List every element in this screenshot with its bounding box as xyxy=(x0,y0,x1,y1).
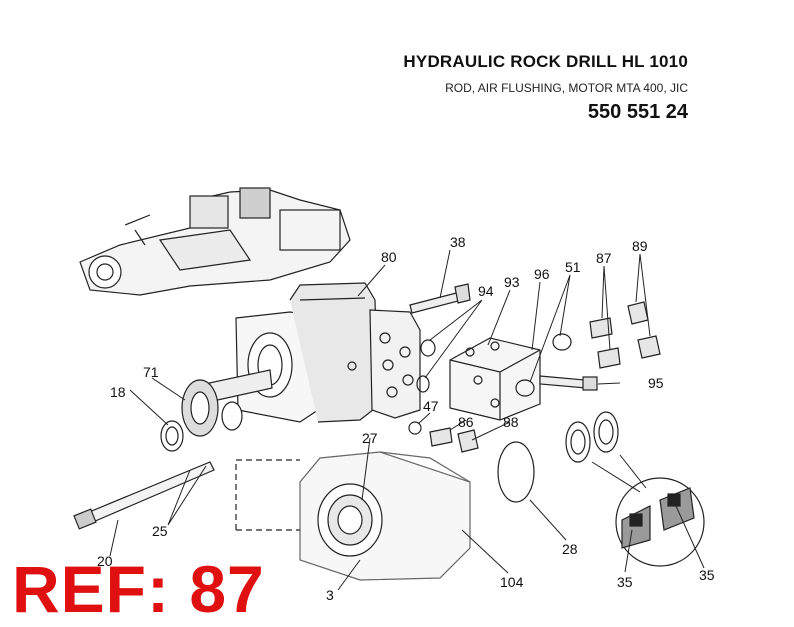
flush-ring-inner xyxy=(598,419,614,445)
drill-rod xyxy=(73,461,215,530)
callout-27: 27 xyxy=(362,430,378,446)
drawing-title: HYDRAULIC ROCK DRILL HL 1010 xyxy=(403,52,688,71)
bolt xyxy=(409,291,463,314)
callout-47: 47 xyxy=(423,398,439,414)
ref-label: REF: 87 xyxy=(12,552,265,626)
drill-assembly xyxy=(79,187,351,296)
o-ring xyxy=(420,339,436,357)
o-ring xyxy=(416,375,430,393)
callout-95: 95 xyxy=(648,375,664,391)
seal-ring xyxy=(160,420,184,452)
callout-71: 71 xyxy=(143,364,159,380)
callout-25: 25 xyxy=(152,523,168,539)
washer xyxy=(221,401,243,431)
callout-3: 3 xyxy=(326,587,334,603)
drawing-subtitle: ROD, AIR FLUSHING, MOTOR MTA 400, JIC xyxy=(445,81,688,95)
seal-detail xyxy=(615,477,705,567)
leader-lines xyxy=(109,249,705,591)
callout-93: 93 xyxy=(504,274,520,290)
callout-38: 38 xyxy=(450,234,466,250)
fittings xyxy=(429,301,661,453)
center-line xyxy=(235,459,300,531)
callout-87: 87 xyxy=(596,250,612,266)
callout-80: 80 xyxy=(381,249,397,265)
flush-ring-inner xyxy=(570,429,586,455)
callout-86: 86 xyxy=(458,414,474,430)
callout-94: 94 xyxy=(478,283,494,299)
callout-35-left: 35 xyxy=(617,574,633,590)
o-ring xyxy=(408,421,422,435)
callout-labels: 80 38 94 93 96 51 87 89 95 71 18 47 86 8… xyxy=(97,234,715,603)
title-block: HYDRAULIC ROCK DRILL HL 1010 ROD, AIR FL… xyxy=(403,52,688,124)
screw xyxy=(539,375,587,389)
callout-28: 28 xyxy=(562,541,578,557)
flush-ring xyxy=(593,411,619,453)
callout-20: 20 xyxy=(97,553,113,569)
callout-96: 96 xyxy=(534,266,550,282)
bolt-head xyxy=(454,283,471,304)
callout-35-right: 35 xyxy=(699,567,715,583)
valve-block xyxy=(449,337,541,421)
callout-18: 18 xyxy=(110,384,126,400)
callout-89: 89 xyxy=(632,238,648,254)
large-o-ring xyxy=(497,441,535,503)
callout-51: 51 xyxy=(565,259,581,275)
callout-88: 88 xyxy=(503,414,519,430)
callout-104: 104 xyxy=(500,574,524,590)
part-number: 550 551 24 xyxy=(587,101,688,123)
drive-shaft-gear xyxy=(181,369,273,437)
front-head xyxy=(299,451,471,581)
o-ring xyxy=(515,379,535,397)
o-ring xyxy=(552,333,572,351)
screw-head xyxy=(582,376,598,391)
motor-housing xyxy=(235,282,421,423)
seal-ring-inner xyxy=(165,426,179,446)
flush-ring xyxy=(565,421,591,463)
